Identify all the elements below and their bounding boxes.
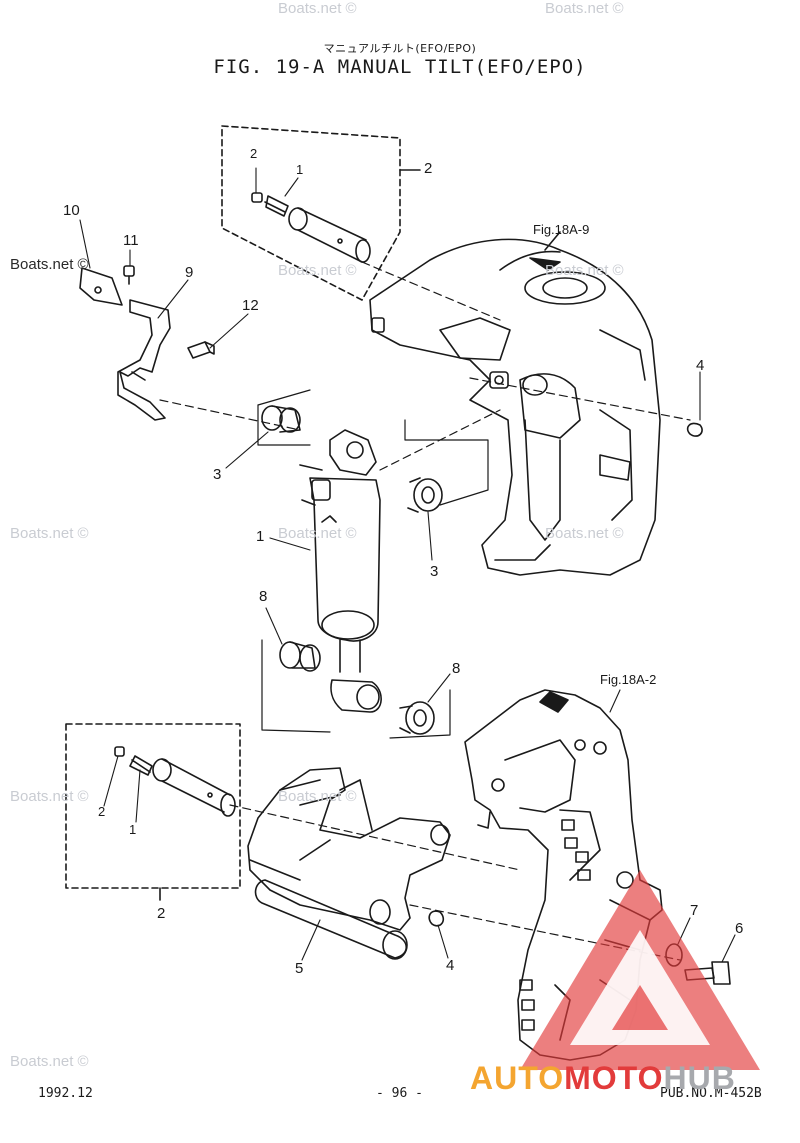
callout-8-left: 8 [259,588,268,605]
callout-4-lower: 4 [446,957,455,974]
brand-part-hub: HUB [663,1060,736,1096]
brand-part-moto: MOTO [564,1060,664,1096]
ref-fig-18a-2: Fig.18A-2 [600,672,657,687]
watermark: Boats.net © [10,256,89,273]
callout-3-right: 3 [430,563,439,580]
callout-9: 9 [185,264,194,281]
callout-8-right: 8 [452,660,461,677]
stern-bracket-cradle-5 [247,767,451,960]
footer-date: 1992.12 [38,1086,93,1101]
small-screw-bottom [114,746,153,776]
figure-title: FIG. 19-A MANUAL TILT(EFO/EPO) [213,56,587,78]
callout-1-cylinder: 1 [256,528,265,545]
watermark: Boats.net © [545,525,624,542]
watermark: Boats.net © [278,525,357,542]
watermark: Boats.net © [278,788,357,805]
watermark: Boats.net © [10,525,89,542]
watermark: Boats.net © [10,788,89,805]
watermark: Boats.net © [545,0,624,17]
tilt-lever-plate-10 [79,267,123,306]
watermark: Boats.net © [278,0,357,17]
callout-1-top-small: 1 [296,162,304,177]
brand-wordmark: AUTOMOTOHUB [470,1060,736,1097]
callout-12: 12 [242,297,259,314]
bracket-9 [117,299,171,421]
watermark: Boats.net © [545,262,624,279]
bushing-3-right [407,477,443,513]
callout-7: 7 [690,902,699,919]
callout-2-bottom: 2 [157,905,166,922]
callout-6: 6 [735,920,744,937]
callout-11: 11 [123,232,139,249]
swivel-bracket-upper [369,238,661,576]
footer-page-number: - 96 - [376,1086,423,1101]
figure-title-japanese: マニュアルチルト(EFO/EPO) [323,42,477,55]
kit-box-top [221,125,401,301]
circlip-4-upper [686,422,703,437]
tilt-cylinder [299,429,382,713]
tilt-pin-bottom [152,758,236,817]
brand-logo-triangle [520,870,760,1070]
brand-part-auto: AUTO [470,1060,565,1096]
callout-2-top-small: 2 [250,146,258,161]
footer-pub-number: PUB.NO.M-452B [660,1086,762,1101]
bushing-8-left [279,641,321,672]
bushing-8-right [399,701,435,735]
callout-1-bottom-small: 1 [129,822,137,837]
callout-10: 10 [63,202,80,219]
callout-3-left: 3 [213,466,222,483]
circlip-4-lower [428,910,445,927]
callout-4-upper: 4 [696,357,705,374]
ref-fig-18a-9: Fig.18A-9 [533,222,590,237]
kit-box-bottom [65,723,241,889]
callout-2-bottom-small: 2 [98,804,106,819]
watermark: Boats.net © [278,262,357,279]
callout-2-top: 2 [424,160,433,177]
callout-5: 5 [295,960,304,977]
bushing-3-left [261,405,301,433]
bolt-12 [187,341,215,359]
screw-11 [123,265,135,285]
tilt-pin-top [288,207,371,263]
watermark: Boats.net © [10,1053,89,1070]
small-screw-top [251,192,289,217]
